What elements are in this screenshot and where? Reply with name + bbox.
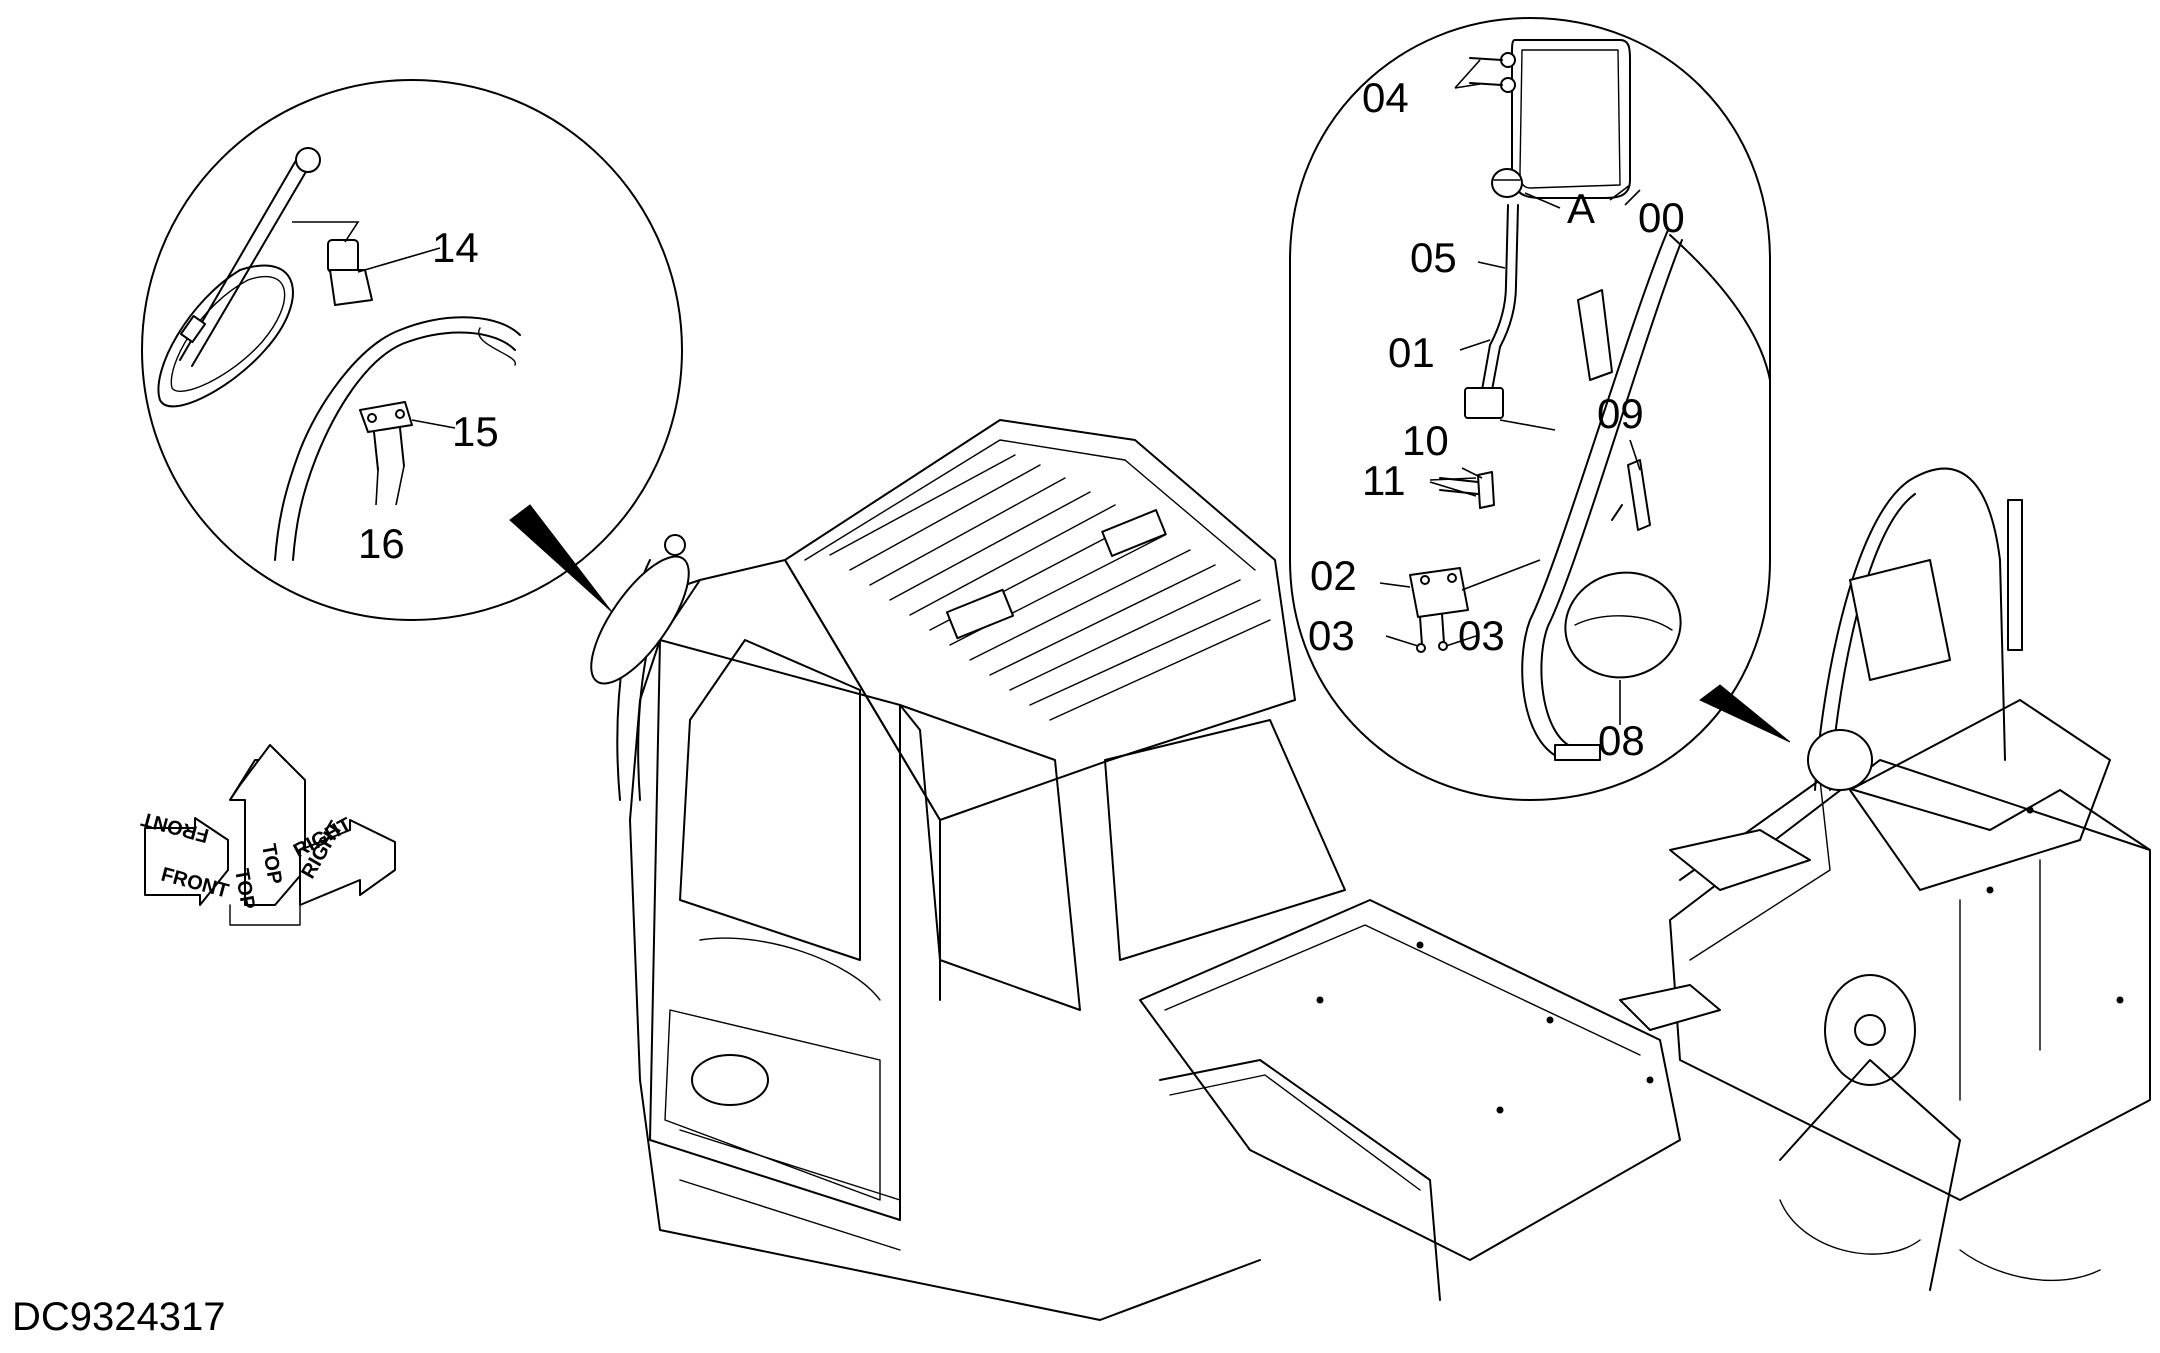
- callout-11: 11: [1362, 457, 1406, 504]
- callout-05: 05: [1410, 234, 1457, 281]
- detail-circle-left: [141, 79, 683, 621]
- callout-a: A: [1567, 185, 1595, 232]
- callout-03-right: 03: [1458, 612, 1505, 659]
- callout-16: 16: [358, 520, 405, 567]
- callout-09: 09: [1597, 390, 1644, 437]
- cab-assembly: [590, 419, 1346, 1321]
- callout-04: 04: [1362, 74, 1409, 121]
- callout-01: 01: [1388, 329, 1435, 376]
- right-arrow-shape: [299, 819, 396, 906]
- callout-10: 10: [1402, 417, 1449, 464]
- orientation-indicator: FRONT RIGHT TOP TOP FRONT RIGHT: [139, 744, 396, 926]
- callout-03-left: 03: [1308, 612, 1355, 659]
- callout-02: 02: [1310, 552, 1357, 599]
- callout-00: 00: [1638, 194, 1685, 241]
- top-arrow-shape: [229, 759, 306, 906]
- front-arrow-shape: [144, 817, 229, 906]
- document-id: DC9324317: [12, 1295, 226, 1339]
- callout-08: 08: [1598, 717, 1645, 764]
- detail-oval-right: [1289, 17, 1791, 801]
- upper-structure: [1139, 467, 2151, 1301]
- callout-14: 14: [432, 224, 479, 271]
- callout-15: 15: [452, 408, 499, 455]
